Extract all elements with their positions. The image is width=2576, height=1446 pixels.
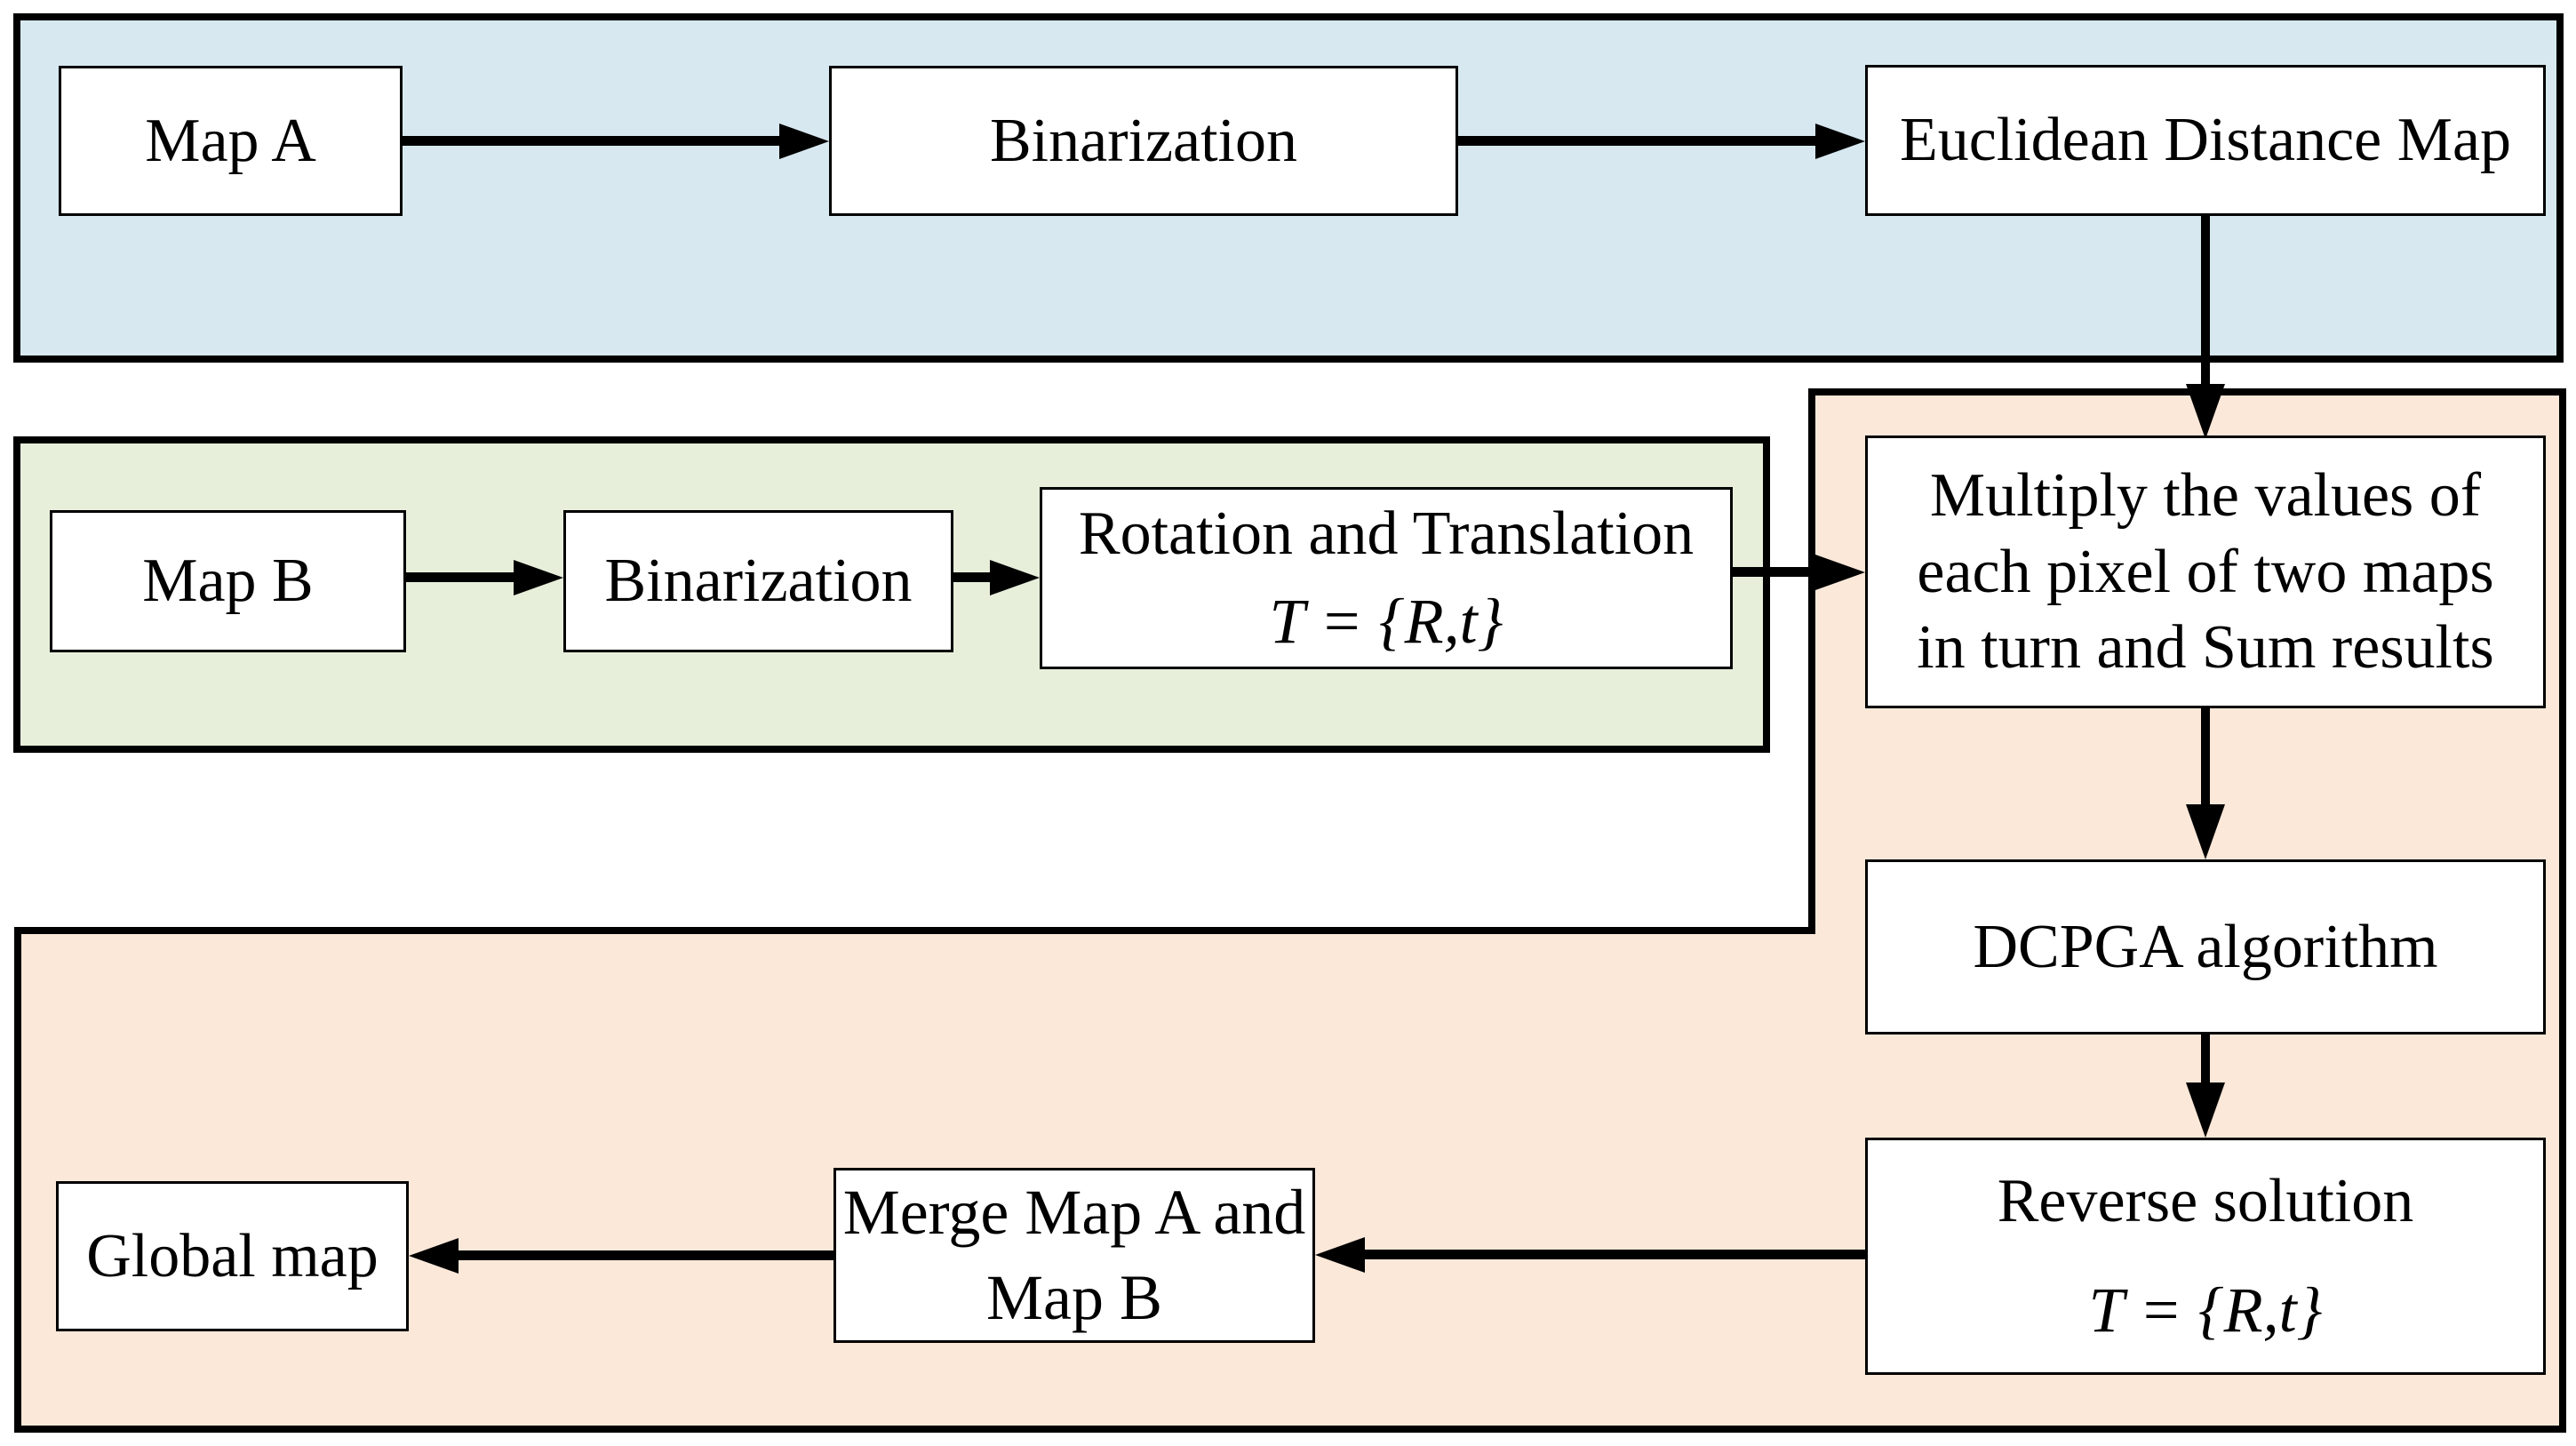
arrow-shaft (406, 572, 514, 582)
node-label-line3: in turn and Sum results (1917, 613, 2494, 683)
arrow-shaft (459, 1250, 833, 1260)
arrow-shaft (1458, 136, 1815, 146)
arrowhead-left-icon (409, 1238, 459, 1274)
arrowhead-right-icon (779, 124, 829, 159)
node-label-line2: each pixel of two maps (1917, 537, 2494, 606)
node-rotation-translation: Rotation and Translation T = {R,t} (1040, 487, 1733, 669)
node-label: Euclidean Distance Map (1899, 106, 2512, 175)
node-multiply-sum: Multiply the values of each pixel of two… (1865, 435, 2546, 708)
node-merge-maps: Merge Map A and Map B (833, 1168, 1315, 1343)
node-formula: T = {R,t} (2088, 1274, 2323, 1346)
node-map-b: Map B (50, 510, 406, 652)
node-reverse-solution: Reverse solution T = {R,t} (1865, 1138, 2546, 1375)
arrowhead-right-icon (990, 560, 1040, 595)
arrowhead-right-icon (1815, 124, 1865, 159)
node-label: Rotation and Translation (1078, 499, 1695, 568)
node-global-map: Global map (56, 1181, 409, 1331)
node-euclidean-distance-map: Euclidean Distance Map (1865, 65, 2546, 216)
arrowhead-left-icon (1315, 1237, 1365, 1273)
arrow-shaft (2201, 708, 2210, 804)
node-label: Map B (142, 547, 314, 616)
node-label: Reverse solution (1997, 1166, 2414, 1235)
node-label-line1: Multiply the values of (1929, 461, 2482, 531)
node-binarization-a: Binarization (829, 66, 1458, 216)
node-map-a: Map A (59, 66, 403, 216)
arrow-shaft (2201, 1035, 2210, 1083)
node-label: DCPGA algorithm (1973, 912, 2438, 981)
arrow-shaft (1733, 567, 1815, 577)
arrowhead-down-icon (2186, 384, 2225, 439)
arrowhead-right-icon (514, 560, 563, 595)
arrow-shaft (403, 136, 779, 146)
arrowhead-down-icon (2186, 1083, 2225, 1138)
arrowhead-right-icon (1815, 555, 1865, 590)
node-binarization-b: Binarization (563, 510, 953, 652)
node-label: Binarization (604, 547, 913, 616)
node-formula: T = {R,t} (1269, 586, 1503, 658)
node-dcpga-algorithm: DCPGA algorithm (1865, 859, 2546, 1035)
node-label-line1: Merge Map A and (842, 1177, 1306, 1249)
node-label: Binarization (989, 106, 1297, 175)
node-label: Global map (86, 1221, 379, 1290)
arrow-shaft (953, 572, 990, 582)
arrow-shaft (2201, 216, 2210, 384)
arrow-shaft (1365, 1250, 1865, 1259)
arrowhead-down-icon (2186, 804, 2225, 859)
node-label: Map A (145, 106, 316, 175)
node-label-line2: Map B (986, 1261, 1162, 1333)
